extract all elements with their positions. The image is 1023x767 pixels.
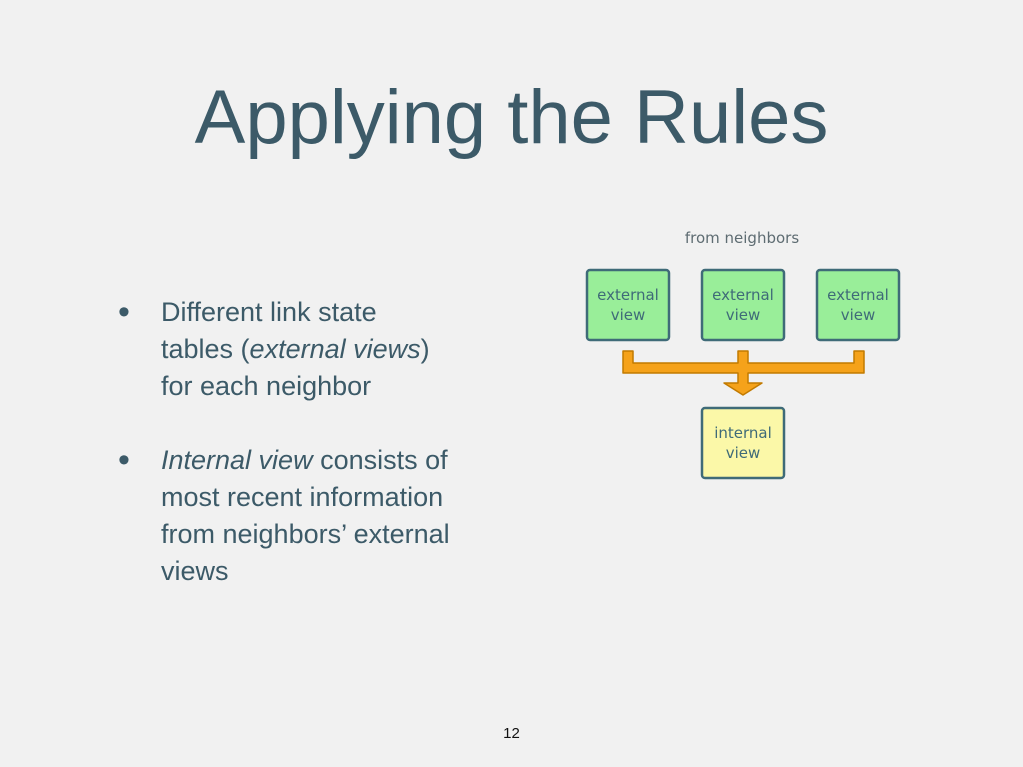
bullet-emphasis: external views [249, 334, 421, 364]
external-view-box: external view [700, 268, 786, 342]
bullet-line: ) [420, 334, 430, 364]
bullet-dot-icon: • [118, 293, 130, 331]
bullet-line: from neighbors’ external [161, 519, 450, 549]
box-label: view [726, 444, 761, 462]
bullet-line: Different link state [161, 297, 377, 327]
box-label: view [611, 306, 646, 324]
bullet-item: • Internal view consists of most recent … [118, 442, 508, 590]
box-label: internal [714, 424, 772, 442]
external-view-box: external view [815, 268, 901, 342]
box-label: view [726, 306, 761, 324]
bullet-line: for each neighbor [161, 371, 372, 401]
external-view-box: external view [585, 268, 671, 342]
box-label: external [712, 286, 774, 304]
box-label: view [841, 306, 876, 324]
internal-view-box: internal view [700, 406, 786, 480]
merge-arrow-icon [622, 350, 865, 396]
bullet-line: tables ( [161, 334, 250, 364]
bullet-line: views [161, 556, 229, 586]
views-diagram: from neighbors external view external vi… [585, 229, 901, 480]
diagram-caption: from neighbors [685, 229, 799, 247]
bullet-dot-icon: • [118, 441, 130, 479]
slide-title: Applying the Rules [194, 75, 829, 160]
page-number: 12 [503, 725, 520, 742]
bullet-list: • Different link state tables (external … [118, 294, 508, 627]
bullet-item: • Different link state tables (external … [118, 294, 508, 405]
bullet-emphasis: Internal view [161, 445, 313, 475]
bullet-line: consists of [312, 445, 448, 475]
bullet-line: most recent information [161, 482, 444, 512]
box-label: external [827, 286, 889, 304]
box-label: external [597, 286, 659, 304]
